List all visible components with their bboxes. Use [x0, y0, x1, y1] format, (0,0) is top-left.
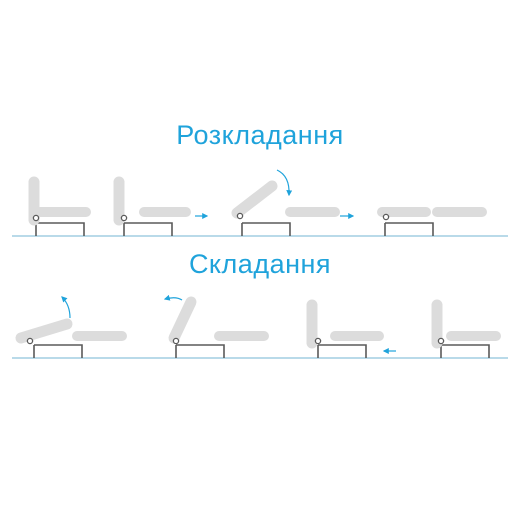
sofa-frame: [241, 222, 291, 236]
fold-step-4-sofa: [431, 299, 501, 358]
sofa-frame: [317, 344, 367, 358]
sofa-backrest: [231, 180, 278, 219]
fold-section-title: Складання: [188, 249, 332, 279]
fold-step-3-sofa: [306, 299, 384, 358]
sofa-frame: [384, 222, 434, 236]
hinge-icon: [120, 214, 128, 222]
unfold-step-4-sofa: [377, 207, 487, 236]
fold-step-1-sofa: [15, 318, 127, 358]
curved-arrow-icon: [163, 294, 183, 301]
hinge-icon: [172, 337, 180, 345]
sofa-frame: [35, 222, 85, 236]
sofa-frame: [33, 344, 83, 358]
hinge-icon: [314, 337, 322, 345]
sofa-frame: [123, 222, 173, 236]
hinge-icon: [26, 337, 34, 345]
hinge-icon: [382, 213, 390, 221]
unfold-step-2-sofa: [113, 176, 191, 236]
unfold-step-1-sofa: [28, 176, 91, 236]
curved-arrow-icon: [276, 169, 293, 197]
fold-step-2-sofa: [168, 296, 269, 358]
hinge-icon: [437, 337, 445, 345]
unfold-step-3-sofa: [231, 180, 340, 236]
sofa-frame: [440, 344, 490, 358]
unfold-section-title: Розкладання: [176, 120, 344, 150]
sofa-frame: [175, 344, 225, 358]
sofa-backrest: [168, 296, 197, 344]
curved-arrow-icon: [61, 296, 71, 319]
sofa-backrest: [15, 318, 73, 344]
hinge-icon: [236, 212, 244, 220]
hinge-icon: [32, 214, 40, 222]
